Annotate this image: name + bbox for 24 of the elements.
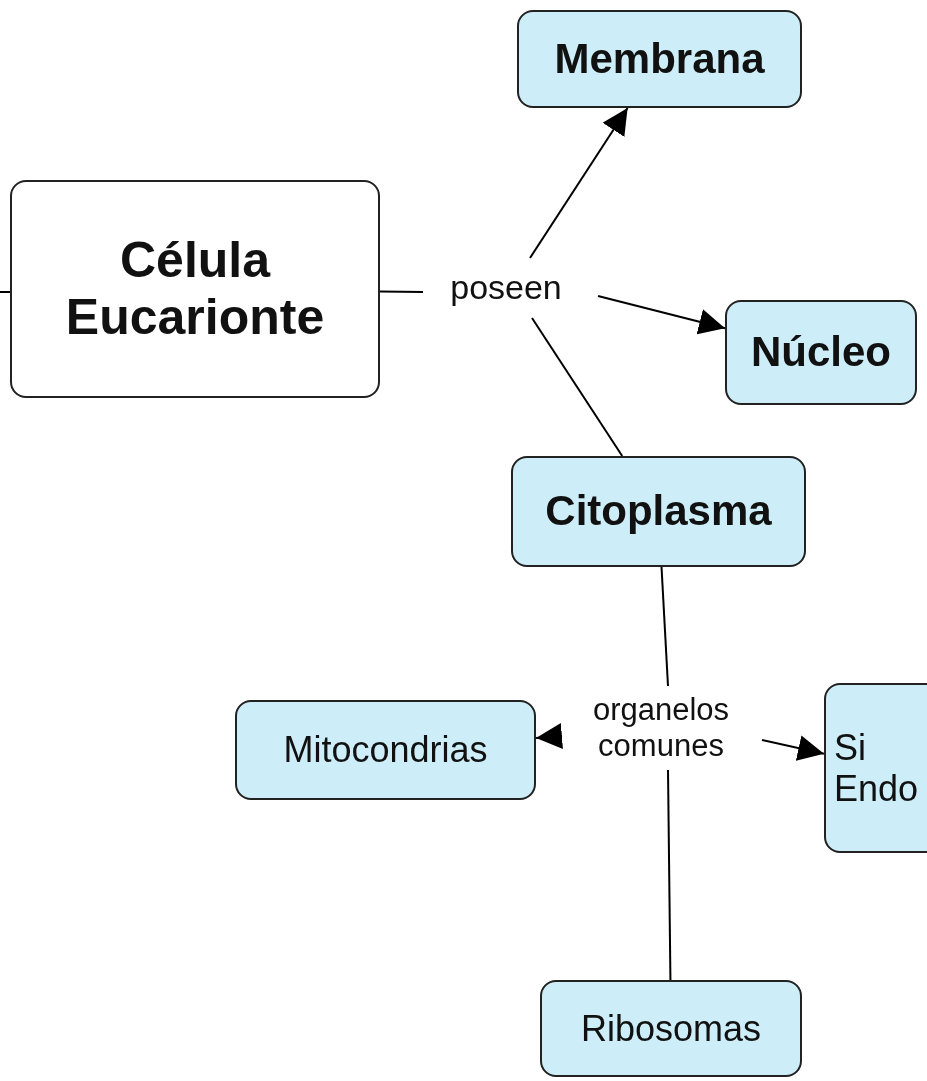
linking-phrase: poseen xyxy=(450,268,562,308)
concept-box xyxy=(235,700,536,800)
concept-box xyxy=(824,683,927,853)
concept-label: Ribosomas xyxy=(580,1007,762,1050)
concept-label: Membrana xyxy=(554,34,765,84)
connector-line xyxy=(531,317,624,457)
connector-line xyxy=(667,769,672,981)
connector-line xyxy=(379,290,424,293)
arrow xyxy=(597,295,726,335)
arrow xyxy=(529,107,629,259)
concept-box xyxy=(725,300,917,405)
concept-label: Núcleo xyxy=(751,328,891,377)
connector-line xyxy=(0,291,11,293)
arrow xyxy=(535,723,563,749)
connector-line xyxy=(660,566,669,687)
concept-box xyxy=(10,180,380,398)
concept-label: Citoplasma xyxy=(545,487,772,536)
concept-box xyxy=(540,980,802,1077)
concept-label: Célula Eucarionte xyxy=(64,231,326,347)
arrow xyxy=(761,735,825,761)
concept-label: Mitocondrias xyxy=(283,729,488,771)
linking-phrase: organelos comunes xyxy=(591,692,731,764)
concept-box xyxy=(511,456,806,567)
concept-box xyxy=(517,10,802,108)
